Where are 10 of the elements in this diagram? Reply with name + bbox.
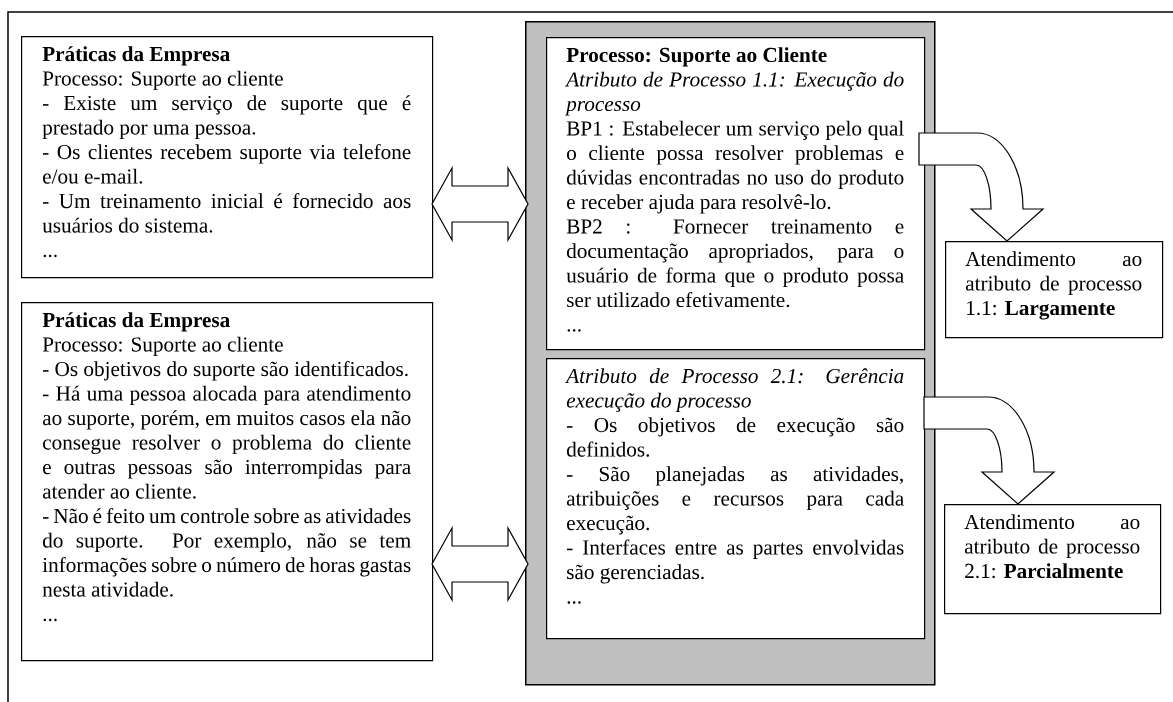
block-arrow — [923, 396, 1055, 505]
text-box: Práticas da Empresa Processo: Suporte ao cliente - Existe um serviço de suporte que é prestado por uma pessoa. - Os clientes recebem suporte via telefone e/ou e-mail. - Um treinamento inicial é fornecido aos usuários do sistema. ... — [21, 36, 434, 279]
block-arrow — [918, 132, 1044, 242]
text-box: Atendimento ao atributo de processo 1.1: Largamente — [945, 241, 1164, 339]
text-box: Processo: Suporte ao Cliente Atributo de Processo 1.1: Execução do processo BP1 : Estabelecer um serviço pelo qual o cliente possa resolver problemas e dúvidas encontradas no uso do produto e receber ajuda para resolvê-lo. BP2 : Fornecer treinamento e documentação apropriados, para o usuário de forma que o produto possa ser utilizado efetivamente. ... — [546, 37, 926, 351]
text-box: Práticas da Empresa Processo: Suporte ao cliente - Os objetivos do suporte são identificados. - Há uma pessoa alocada para atendimento ao suporte, porém, em muitos casos ela não consegue resolver o problema do cliente e outras pessoas são interrompidas para atender ao cliente. - Não é feito um controle sobre as atividades do suporte. Por exemplo, não se tem informações sobre o número de horas gastas nesta atividade. ... — [21, 302, 434, 662]
block-arrow — [431, 165, 529, 243]
text-box: Atributo de Processo 2.1: Gerência execução do processo - Os objetivos de execução são definidos. - São planejadas as atividades, atribuições e recursos para cada execução. - Interfaces entre as partes envolvidas são gerenciadas. ... — [546, 358, 926, 640]
block-arrow — [431, 525, 529, 603]
text-box: Atendimento ao atributo de processo 2.1: Parcialmente — [944, 504, 1162, 615]
